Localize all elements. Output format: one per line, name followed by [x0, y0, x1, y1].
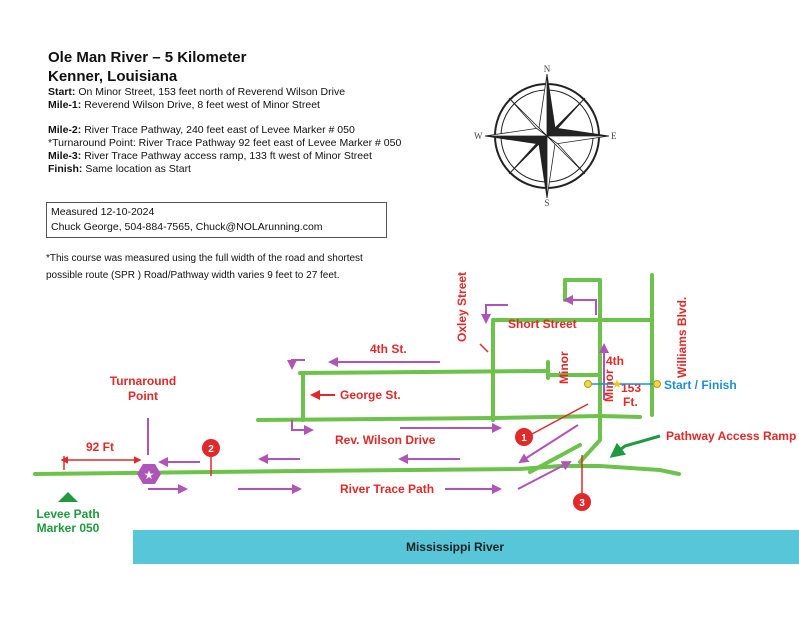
river-trace-label: River Trace Path [340, 482, 434, 496]
measure-date: Measured 12-10-2024 [51, 206, 155, 218]
river-label: Mississippi River [406, 540, 504, 554]
minor-label-2: Minor [602, 369, 616, 402]
fourth-label: 4th [606, 354, 624, 368]
levee-label-1: Levee Path [36, 507, 99, 521]
road-network [33, 273, 681, 476]
compass-n: N [544, 64, 551, 74]
turnaround-label-2: Point [128, 389, 158, 403]
finish-info: Finish: Same location as Start [48, 163, 191, 175]
fourth-st-label: 4th St. [370, 342, 407, 356]
course-header: Ole Man River – 5 Kilometer Kenner, Loui… [48, 48, 408, 176]
george-label: George St. [340, 388, 401, 402]
minor-label-1: Minor [557, 351, 571, 384]
mile3-info: Mile-3: River Trace Pathway access ramp,… [48, 150, 372, 162]
start-info: Start: On Minor Street, 153 feet north o… [48, 86, 346, 98]
svg-text:3: 3 [579, 498, 585, 509]
start-star-icon: ★ [612, 377, 623, 391]
rev-wilson-label: Rev. Wilson Drive [335, 433, 436, 447]
svg-text:2: 2 [208, 444, 214, 455]
williams-label: Williams Blvd. [675, 297, 689, 378]
compass-e: E [611, 131, 617, 141]
measurement-note: *This course was measured using the full… [46, 253, 363, 281]
ft153-label-1: 153 [621, 381, 641, 395]
levee-label-2: Marker 050 [37, 521, 100, 535]
course-title: Ole Man River – 5 Kilometer [48, 49, 247, 66]
turnaround-label-1: Turnaround [110, 374, 176, 388]
measurement-box: Measured 12-10-2024 Chuck George, 504-88… [46, 202, 387, 238]
minor-street [578, 278, 602, 464]
turnaround-marker: ★ [137, 464, 161, 484]
mississippi-river [133, 530, 799, 564]
mile2-info: Mile-2: River Trace Pathway, 240 feet ea… [48, 124, 355, 136]
start-finish-label: Start / Finish [664, 378, 737, 392]
ft92-label: 92 Ft [86, 440, 114, 454]
rev-wilson-drive [256, 413, 642, 422]
pathway-ramp-label: Pathway Access Ramp [666, 429, 796, 443]
start-dot-east [653, 380, 661, 388]
mile-marker-1: 1 [515, 403, 589, 446]
mile-marker-2: 2 [202, 439, 220, 476]
svg-text:★: ★ [144, 468, 155, 482]
route-arrows [147, 295, 609, 494]
mile-marker-3: 3 [573, 455, 591, 511]
compass-w: W [474, 131, 483, 141]
course-location: Kenner, Louisiana [48, 68, 178, 85]
ft153-label-2: Ft. [623, 395, 638, 409]
levee-marker-icon [58, 492, 78, 502]
ramp-road [528, 443, 582, 474]
short-street-label: Short Street [508, 317, 577, 331]
oxley-label: Oxley Street [455, 272, 469, 342]
compass-rose: N E S W [474, 64, 617, 208]
compass-s: S [544, 198, 549, 208]
measurer-contact: Chuck George, 504-884-7565, Chuck@NOLAru… [51, 221, 323, 233]
svg-text:1: 1 [521, 433, 527, 444]
mile1-info: Mile-1: Reverend Wilson Drive, 8 feet we… [48, 99, 320, 111]
start-dot-west [584, 380, 592, 388]
george-street [298, 369, 547, 375]
river-trace-path [33, 464, 681, 476]
turnaround-info: *Turnaround Point: River Trace Pathway 9… [48, 137, 402, 149]
